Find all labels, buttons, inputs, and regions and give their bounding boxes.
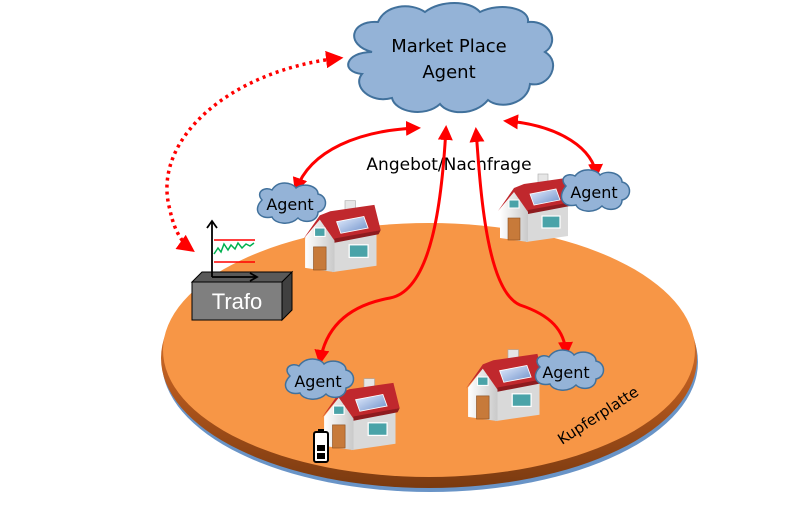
household-bottom-right[interactable]: Agent [465, 349, 605, 422]
transformer-label: Trafo [212, 289, 263, 314]
battery-icon [313, 429, 329, 463]
agent-label: Agent [570, 183, 617, 202]
arrow-bottom-right-agent [469, 127, 573, 357]
transformer-box [191, 281, 283, 321]
house-icon [497, 173, 573, 243]
agent-cloud-icon [534, 349, 605, 391]
agent-cloud-icon [560, 169, 631, 212]
exchange-label: Angebot/Nachfrage [366, 155, 531, 175]
transformer-link-arrow [165, 50, 344, 253]
agent-cloud-icon [256, 182, 327, 224]
market-place-agent[interactable]: Market Place Agent [347, 2, 555, 114]
agent-label: Agent [266, 195, 313, 214]
market-place-cloud-icon [347, 2, 555, 114]
copper-plate: Kupferplatte [161, 223, 698, 492]
market-place-label-line1: Market Place [391, 36, 506, 57]
agent-label: Agent [294, 372, 341, 391]
household-top-right[interactable]: Agent [497, 169, 631, 243]
household-bottom-left[interactable]: Agent [284, 358, 401, 463]
market-place-label-line2: Agent [422, 62, 475, 83]
household-top-left[interactable]: Agent [256, 182, 382, 273]
agent-label: Agent [542, 363, 589, 382]
plate-surface [163, 223, 695, 477]
transformer[interactable]: Trafo [190, 219, 294, 322]
grid-load-chart-icon [206, 219, 255, 270]
arrow-bottom-left-agent [314, 125, 453, 365]
agent-cloud-icon [284, 358, 355, 400]
